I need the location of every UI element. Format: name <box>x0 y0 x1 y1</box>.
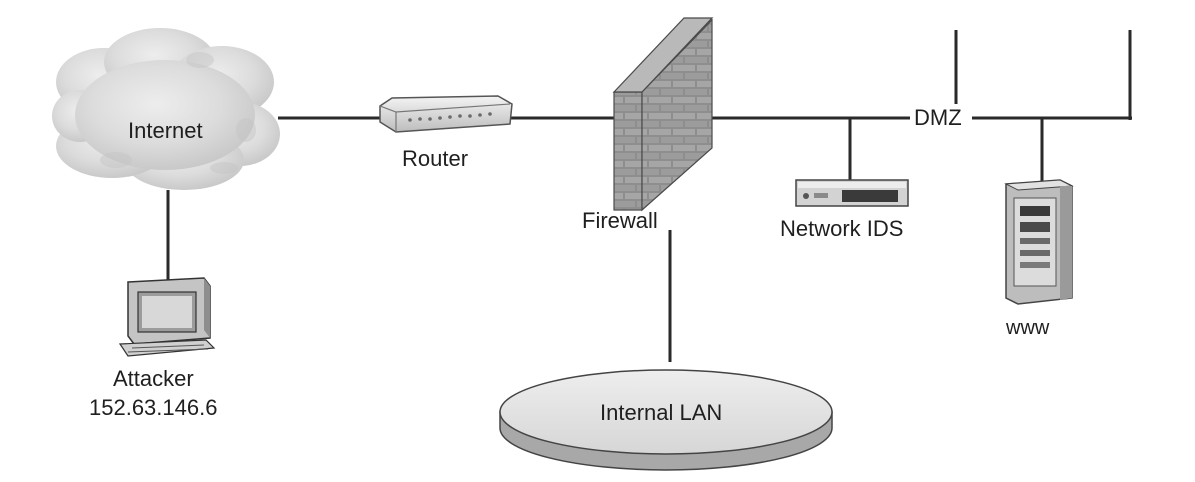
network-ids-label: Network IDS <box>780 216 904 241</box>
firewall-brick-wall-icon <box>612 17 714 212</box>
firewall-label: Firewall <box>582 208 658 233</box>
internal-lan-label: Internal LAN <box>600 400 723 425</box>
desktop-computer-icon <box>118 277 216 357</box>
router-icon <box>379 95 513 133</box>
attacker-ip-label: 152.63.146.6 <box>89 395 218 420</box>
cloud-icon <box>52 28 280 190</box>
internet-label: Internet <box>128 118 203 143</box>
router-label: Router <box>402 146 469 171</box>
rack-appliance-icon <box>795 179 909 207</box>
attacker-label: Attacker <box>113 366 194 391</box>
lan-disc-icon <box>499 369 833 471</box>
dmz-label: DMZ <box>910 107 966 129</box>
tower-server-icon <box>1004 179 1074 305</box>
www-label: www <box>1006 317 1050 339</box>
